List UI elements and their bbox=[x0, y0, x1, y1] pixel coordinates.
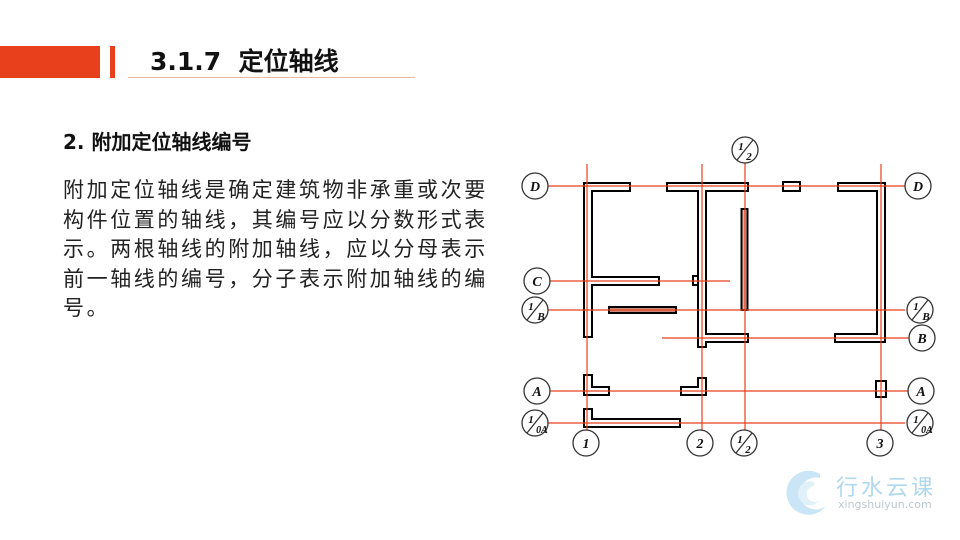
svg-text:A: A bbox=[531, 385, 541, 400]
section-heading: 2. 附加定位轴线编号 bbox=[63, 130, 252, 154]
body-line: 号。 bbox=[63, 296, 111, 320]
body-line: 附加定位轴线是确定建筑物非承重或次要 bbox=[63, 178, 488, 202]
body-line: 示。两根轴线的附加轴线，应以分母表示 bbox=[63, 237, 488, 261]
logo-url: xingshuiyun.com bbox=[838, 498, 932, 511]
bubble-1B-left: 1B bbox=[521, 296, 549, 324]
bubble-1: 1 bbox=[572, 429, 600, 457]
svg-text:A: A bbox=[915, 385, 925, 400]
svg-text:3: 3 bbox=[876, 437, 884, 452]
svg-text:C: C bbox=[532, 275, 542, 290]
bubble-A-left: A bbox=[523, 377, 551, 405]
bubble-C: C bbox=[523, 267, 551, 295]
axis-lines bbox=[548, 163, 909, 430]
bubble-B: B bbox=[908, 324, 936, 352]
bubble-half-top: 12 bbox=[731, 136, 759, 164]
axis-bubbles: D D C B A A 1 2 3 12 12 1B 1B 10A 10A bbox=[521, 136, 936, 457]
title-accent-bar-small bbox=[110, 46, 115, 78]
svg-text:2: 2 bbox=[745, 151, 752, 163]
title-underline bbox=[128, 77, 415, 78]
svg-text:1: 1 bbox=[737, 434, 743, 446]
bubble-D-right: D bbox=[904, 172, 932, 200]
svg-text:1: 1 bbox=[913, 301, 919, 313]
svg-text:1: 1 bbox=[528, 301, 534, 313]
svg-text:0A: 0A bbox=[921, 425, 933, 436]
svg-text:1: 1 bbox=[913, 414, 919, 426]
svg-text:D: D bbox=[529, 180, 540, 195]
svg-text:2: 2 bbox=[696, 437, 704, 452]
body-text: 附加定位轴线是确定建筑物非承重或次要 构件位置的轴线，其编号应以分数形式表 示。… bbox=[63, 176, 488, 324]
svg-text:1: 1 bbox=[528, 414, 534, 426]
svg-text:D: D bbox=[912, 180, 923, 195]
body-line: 构件位置的轴线，其编号应以分数形式表 bbox=[63, 207, 488, 232]
slide-title: 3.1.7 定位轴线 bbox=[150, 47, 339, 76]
title-accent-bar bbox=[0, 46, 100, 78]
bubble-10A-left: 10A bbox=[521, 409, 549, 437]
svg-text:B: B bbox=[916, 332, 926, 347]
bubble-3: 3 bbox=[866, 429, 894, 457]
svg-text:1: 1 bbox=[583, 437, 590, 452]
body-line: 前一轴线的编号，分子表示附加轴线的编 bbox=[63, 266, 488, 291]
bubble-10A-right: 10A bbox=[906, 409, 934, 437]
bubble-A-right: A bbox=[907, 377, 935, 405]
logo-name: 行水云课 bbox=[836, 476, 937, 501]
svg-text:0A: 0A bbox=[536, 425, 548, 436]
svg-text:2: 2 bbox=[744, 444, 751, 456]
bubble-half-bottom: 12 bbox=[730, 429, 758, 457]
bubble-D-left: D bbox=[521, 172, 549, 200]
wave-logo-icon bbox=[786, 470, 826, 515]
svg-text:B: B bbox=[536, 311, 544, 323]
svg-text:1: 1 bbox=[738, 141, 744, 153]
svg-text:B: B bbox=[921, 311, 929, 323]
bubble-1B-right: 1B bbox=[906, 296, 934, 324]
walls bbox=[583, 181, 887, 428]
watermark-logo: 行水云课 xingshuiyun.com bbox=[780, 466, 950, 516]
bubble-2: 2 bbox=[686, 429, 714, 457]
